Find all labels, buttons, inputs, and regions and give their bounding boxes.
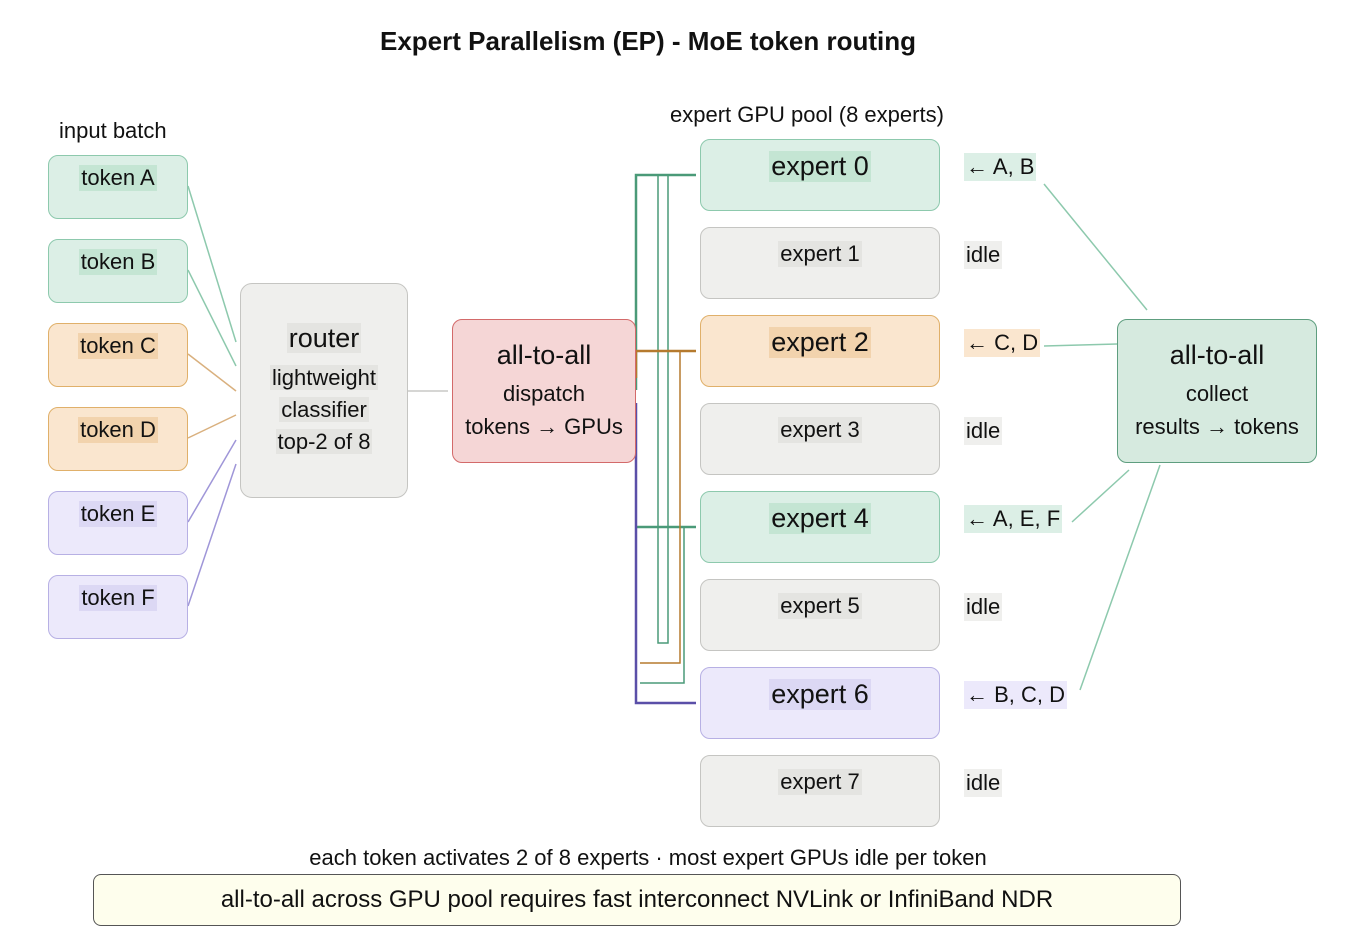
expert-5-assignment: idle: [964, 593, 1003, 621]
wire-token-d-router: [187, 414, 237, 439]
wire-expert-4-collect: [1071, 469, 1130, 523]
wire-expert-2-collect: [1043, 343, 1118, 347]
token-e: token E: [48, 491, 188, 555]
route-expert-6: [634, 403, 696, 705]
expert-7-label: expert 7: [778, 769, 862, 795]
route-expert-2: [634, 349, 696, 378]
expert-4-label: expert 4: [769, 503, 871, 534]
token-a: token A: [48, 155, 188, 219]
expert-3-assignment: idle: [964, 417, 1003, 445]
expert-pool-label: expert GPU pool (8 experts): [670, 102, 944, 127]
wire-expert-0-collect: [1043, 183, 1148, 311]
expert-6-label: expert 6: [769, 679, 871, 710]
wire-token-e-router: [187, 439, 237, 523]
footer-callout-text: all-to-all across GPU pool requires fast…: [220, 886, 1054, 913]
diagram-title: Expert Parallelism (EP) - MoE token rout…: [380, 26, 916, 56]
wire-token-a-router: [187, 185, 237, 343]
expert-1-assignment: idle: [964, 241, 1003, 269]
expert-3-label: expert 3: [778, 417, 862, 443]
route-orange-inner: [640, 351, 681, 664]
route-green-inner-a: [657, 175, 669, 644]
footer-callout: all-to-all across GPU pool requires fast…: [93, 874, 1181, 926]
expert-3: expert 3: [700, 403, 940, 475]
router-box: router lightweight classifier top-2 of 8: [240, 283, 408, 498]
router-title: router: [286, 323, 362, 353]
expert-0: expert 0: [700, 139, 940, 211]
expert-2-label: expert 2: [769, 327, 871, 358]
token-b: token B: [48, 239, 188, 303]
token-e-label: token E: [78, 501, 158, 527]
expert-0-label: expert 0: [769, 151, 871, 182]
expert-6: expert 6: [700, 667, 940, 739]
expert-5-label: expert 5: [778, 593, 862, 619]
expert-4: expert 4: [700, 491, 940, 563]
expert-5: expert 5: [700, 579, 940, 651]
token-a-label: token A: [79, 165, 157, 191]
route-expert-0: [634, 173, 696, 390]
dispatch-line-2: tokens → GPUs: [465, 413, 623, 439]
expert-2-assignment: ← C, D: [964, 329, 1041, 357]
footer-note: each token activates 2 of 8 experts · mo…: [309, 845, 987, 870]
token-c-label: token C: [78, 333, 158, 359]
route-green-inner-b: [640, 527, 685, 684]
router-line-1: lightweight: [270, 365, 378, 390]
token-f: token F: [48, 575, 188, 639]
input-batch-label: input batch: [59, 118, 167, 143]
expert-2: expert 2: [700, 315, 940, 387]
token-c: token C: [48, 323, 188, 387]
token-d: token D: [48, 407, 188, 471]
expert-7-assignment: idle: [964, 769, 1003, 797]
expert-0-assignment: ← A, B: [964, 153, 1037, 181]
wire-expert-6-collect: [1079, 464, 1161, 691]
wire-token-f-router: [187, 463, 237, 607]
collect-title: all-to-all: [1169, 339, 1265, 370]
dispatch-box: all-to-all dispatch tokens → GPUs: [452, 319, 636, 463]
collect-line-2: results → tokens: [1135, 413, 1299, 439]
router-line-2: classifier: [279, 397, 369, 422]
dispatch-title: all-to-all: [496, 339, 592, 370]
dispatch-line-1: dispatch: [503, 380, 585, 406]
expert-7: expert 7: [700, 755, 940, 827]
expert-1-label: expert 1: [778, 241, 862, 267]
token-f-label: token F: [79, 585, 157, 611]
collect-box: all-to-all collect results → tokens: [1117, 319, 1317, 463]
token-d-label: token D: [78, 417, 158, 443]
router-line-3: top-2 of 8: [275, 429, 373, 454]
wire-token-b-router: [187, 269, 237, 367]
wire-token-c-router: [187, 353, 237, 392]
collect-line-1: collect: [1185, 380, 1249, 406]
token-b-label: token B: [78, 249, 158, 275]
expert-6-assignment: ← B, C, D: [964, 681, 1068, 709]
expert-4-assignment: ← A, E, F: [964, 505, 1063, 533]
expert-1: expert 1: [700, 227, 940, 299]
